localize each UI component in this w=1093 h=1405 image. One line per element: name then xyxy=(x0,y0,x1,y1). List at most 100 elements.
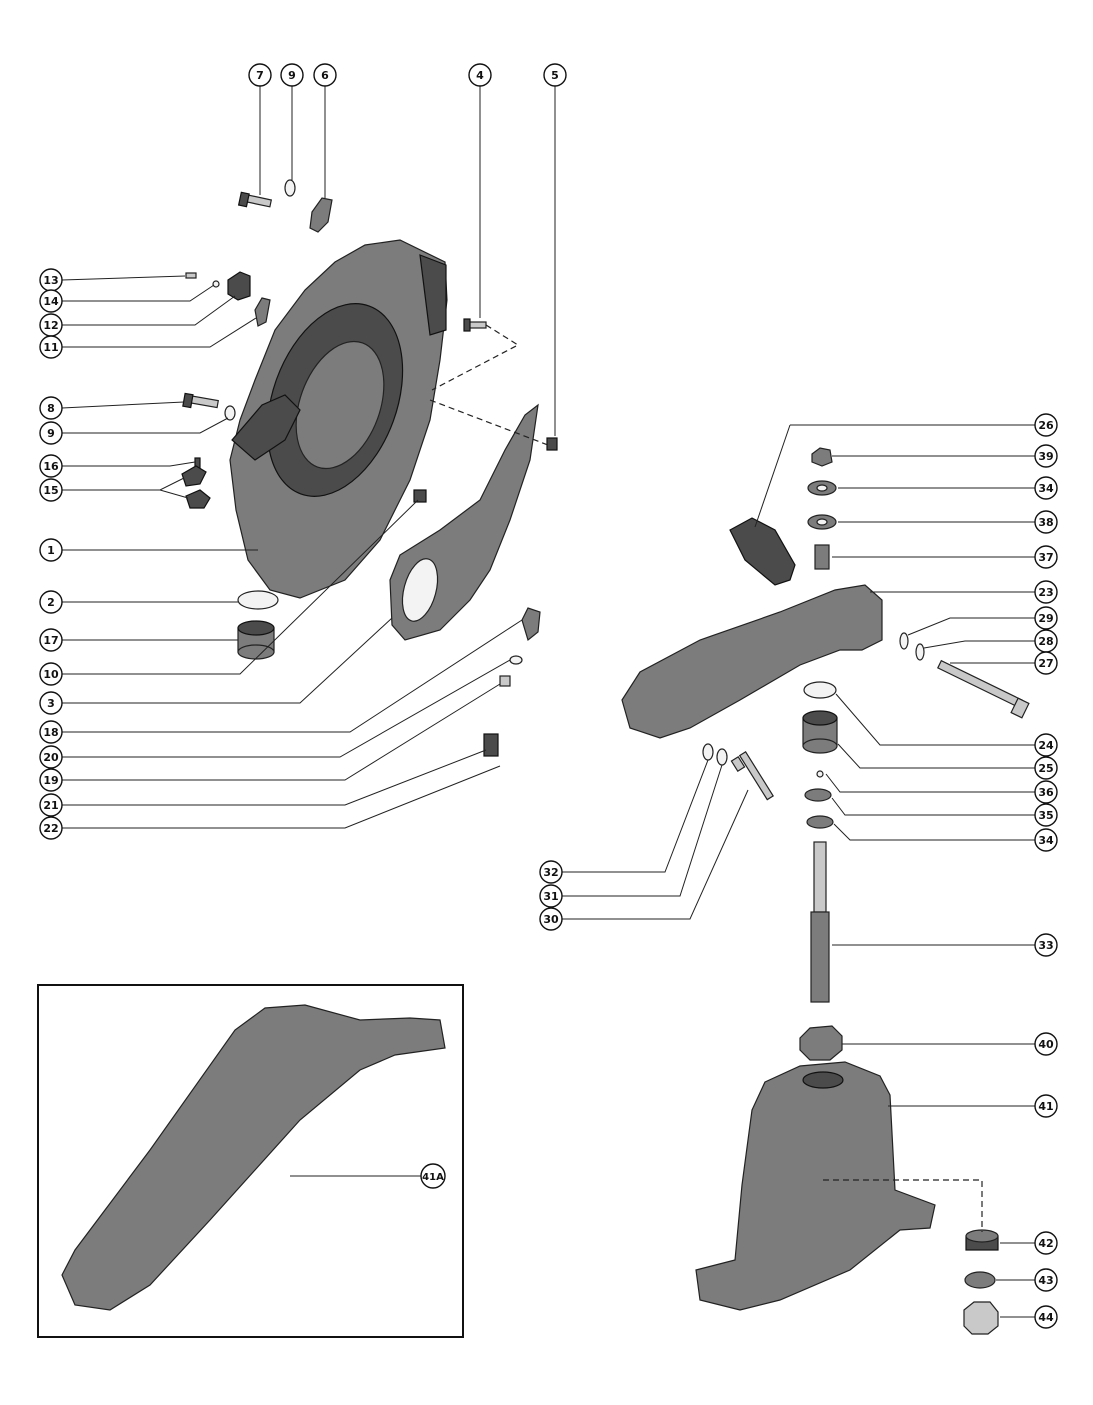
callout-label: 14 xyxy=(43,295,59,308)
callout-29: 29 xyxy=(1034,606,1058,630)
callout-label: 5 xyxy=(551,69,559,82)
gasket-6-part xyxy=(309,197,333,233)
callout-8: 8 xyxy=(39,396,63,420)
callout-label: 32 xyxy=(543,866,558,879)
callout-38: 38 xyxy=(1034,510,1058,534)
nut-40-part xyxy=(799,1025,843,1061)
washer-38-hole xyxy=(816,518,828,526)
callout-label: 3 xyxy=(47,697,55,710)
callout-label: 20 xyxy=(43,751,59,764)
callout-25: 25 xyxy=(1034,756,1058,780)
screw-4-part xyxy=(463,318,487,332)
callout-33: 33 xyxy=(1034,933,1058,957)
callout-13: 13 xyxy=(39,268,63,292)
callout-30: 30 xyxy=(539,907,563,931)
callout-label: 23 xyxy=(1038,586,1053,599)
washer-28-part xyxy=(915,643,925,661)
callout-label: 2 xyxy=(47,596,55,609)
callout-label: 43 xyxy=(1038,1274,1053,1287)
callout-23: 23 xyxy=(1034,580,1058,604)
callout-18: 18 xyxy=(39,720,63,744)
callout-label: 24 xyxy=(1038,739,1054,752)
callout-label: 33 xyxy=(1038,939,1053,952)
part-18 xyxy=(521,607,541,642)
callout-label: 13 xyxy=(43,274,58,287)
callout-label: 41A xyxy=(422,1172,444,1183)
nut-42-part xyxy=(965,1229,999,1251)
callout-31: 31 xyxy=(539,884,563,908)
callout-1: 1 xyxy=(39,538,63,562)
callout-label: 42 xyxy=(1038,1237,1053,1250)
callout-label: 4 xyxy=(476,69,484,82)
callout-label: 19 xyxy=(43,774,58,787)
callout-label: 30 xyxy=(543,913,559,926)
callout-16: 16 xyxy=(39,454,63,478)
callout-4: 4 xyxy=(468,63,492,87)
plate-21-part xyxy=(483,733,499,757)
callout-14: 14 xyxy=(39,289,63,313)
cover-plate-part xyxy=(389,403,539,641)
callout-label: 44 xyxy=(1038,1311,1054,1324)
callout-42: 42 xyxy=(1034,1231,1058,1255)
callout-44: 44 xyxy=(1034,1305,1058,1329)
callout-label: 9 xyxy=(47,427,55,440)
callout-6: 6 xyxy=(313,63,337,87)
washer-31-part xyxy=(716,748,728,766)
plate-11-part xyxy=(254,297,271,327)
callout-17: 17 xyxy=(39,628,63,652)
callout-label: 18 xyxy=(43,726,58,739)
callout-label: 39 xyxy=(1038,450,1053,463)
ring-24-part xyxy=(803,681,837,699)
callout-26: 26 xyxy=(1034,413,1058,437)
callout-37: 37 xyxy=(1034,545,1058,569)
callout-label: 26 xyxy=(1038,419,1054,432)
callout-label: 31 xyxy=(543,890,558,903)
bolt-8-part xyxy=(182,392,219,409)
callout-label: 28 xyxy=(1038,635,1053,648)
washer-35-part xyxy=(804,788,832,802)
callout-22: 22 xyxy=(39,816,63,840)
callout-21: 21 xyxy=(39,793,63,817)
callout-label: 35 xyxy=(1038,809,1053,822)
screw-13-part xyxy=(185,272,197,279)
nut-44-part xyxy=(963,1301,999,1335)
callout-label: 36 xyxy=(1038,786,1054,799)
inset-frame xyxy=(37,984,464,1338)
ring-2-part xyxy=(237,590,279,610)
bolt-7-part xyxy=(237,191,273,208)
callout-34: 34 xyxy=(1034,828,1058,852)
washer-34-top-hole xyxy=(816,484,828,492)
mount-25-part xyxy=(802,710,838,754)
washer-20-part xyxy=(509,655,523,665)
nut-5-part xyxy=(546,437,558,451)
mount-17-part xyxy=(237,620,275,660)
flywheel-housing-part xyxy=(229,239,448,599)
arm-23-part xyxy=(621,584,883,739)
callout-43: 43 xyxy=(1034,1268,1058,1292)
callout-label: 6 xyxy=(321,69,329,82)
callout-19: 19 xyxy=(39,768,63,792)
callout-label: 22 xyxy=(43,822,58,835)
callout-label: 10 xyxy=(43,668,59,681)
callout-label: 34 xyxy=(1038,482,1054,495)
callout-34-top: 34 xyxy=(1034,476,1058,500)
bracket-41a-part xyxy=(61,1004,446,1311)
callout-label: 11 xyxy=(43,341,58,354)
callout-24: 24 xyxy=(1034,733,1058,757)
callout-label: 25 xyxy=(1038,762,1053,775)
callout-label: 9 xyxy=(288,69,296,82)
callout-label: 7 xyxy=(256,69,264,82)
washer-29-part xyxy=(899,632,909,650)
callout-label: 12 xyxy=(43,319,58,332)
callout-39: 39 xyxy=(1034,444,1058,468)
callout-36: 36 xyxy=(1034,780,1058,804)
bracket-41-hole xyxy=(802,1071,844,1089)
callout-35: 35 xyxy=(1034,803,1058,827)
callout-label: 15 xyxy=(43,484,58,497)
callout-label: 27 xyxy=(1038,657,1053,670)
callout-32: 32 xyxy=(539,860,563,884)
callout-7: 7 xyxy=(248,63,272,87)
callout-9-top: 9 xyxy=(280,63,304,87)
callout-label: 21 xyxy=(43,799,58,812)
